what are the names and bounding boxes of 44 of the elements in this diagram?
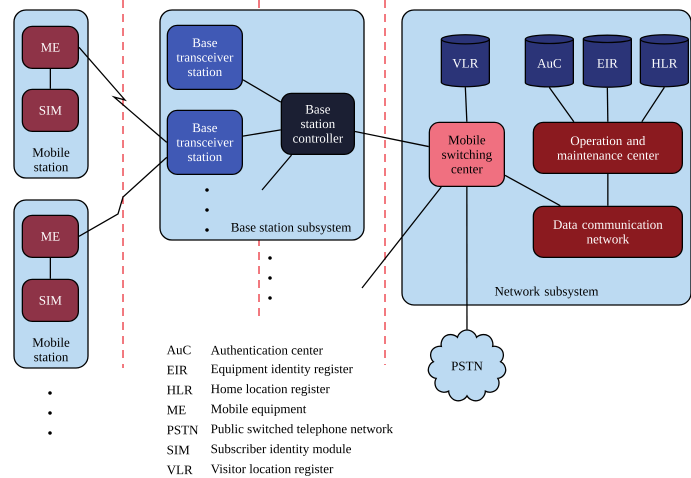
abbreviation-text: PSTN xyxy=(167,426,198,434)
connector-line xyxy=(606,88,608,122)
definition-text: Subscriber identity module xyxy=(212,444,352,456)
connector-line xyxy=(466,187,468,330)
connector-line xyxy=(242,79,282,103)
unit-box: Data communication network xyxy=(532,206,683,258)
unit-box: ME xyxy=(22,26,79,69)
database-cylinder: AuC xyxy=(524,34,574,88)
unit-box: SIM xyxy=(22,278,79,322)
definition-text: Authentication center xyxy=(210,345,323,355)
unit-box: ME xyxy=(22,214,79,258)
connector-line xyxy=(354,130,429,148)
unit-box: Base transceiver station xyxy=(166,110,243,175)
unit-box: SIM xyxy=(22,88,79,132)
definition-text: Public switched telephone network xyxy=(211,424,393,436)
connector-line xyxy=(641,87,665,122)
definition-text: Mobile equipment xyxy=(211,404,306,416)
connector-line xyxy=(242,129,281,137)
abbreviation-text: EIR xyxy=(167,366,188,374)
database-cylinder: VLR xyxy=(440,34,490,88)
abbreviation-text: VLR xyxy=(166,466,193,474)
unit-box: Mobile switching center xyxy=(428,122,505,187)
connector-line xyxy=(464,87,468,122)
definition-text: Equipment identity register xyxy=(211,364,353,376)
connector-line xyxy=(504,174,561,206)
abbreviation-text: HLR xyxy=(167,386,193,394)
abbreviation-text: AuC xyxy=(166,346,190,354)
abbreviation-text: SIM xyxy=(168,446,190,454)
unit-box: Base transceiver station xyxy=(166,24,243,90)
database-cylinder: HLR xyxy=(640,34,689,88)
connector-line xyxy=(50,258,51,279)
definition-text: Visitor location register xyxy=(210,464,334,476)
connector-line xyxy=(607,174,608,206)
connector-line xyxy=(50,69,51,89)
connector-line xyxy=(362,186,442,288)
definition-text: Home location register xyxy=(211,384,330,396)
abbreviation-text: ME xyxy=(167,406,186,414)
connector-line xyxy=(548,87,574,122)
connector-line xyxy=(78,156,168,237)
network-cloud: PSTN xyxy=(428,329,506,402)
connector-line xyxy=(262,154,292,190)
unit-box: Base station controller xyxy=(280,92,355,155)
unit-box: Operation and maintenance center xyxy=(532,122,683,174)
database-cylinder: EIR xyxy=(582,34,632,88)
